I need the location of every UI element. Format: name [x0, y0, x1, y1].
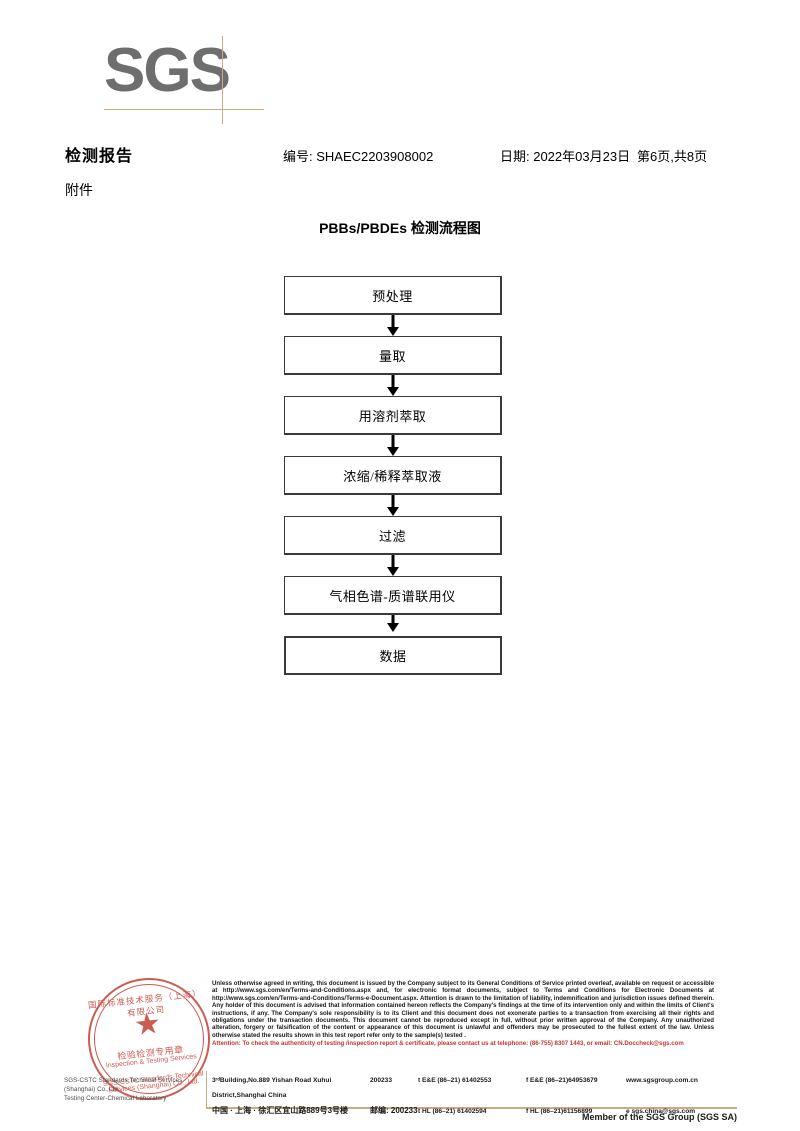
entity-line-2: Testing Center-Chemical Laboratory — [64, 1095, 167, 1102]
arrow-stem — [391, 555, 395, 569]
legal-body-text: Unless otherwise agreed in writing, this… — [212, 980, 714, 1039]
attachment-label: 附件 — [65, 182, 93, 198]
legal-entity-block: SGS-CSTC Standards Technical Services (S… — [64, 1076, 214, 1103]
flow-arrow-5 — [284, 555, 502, 576]
arrow-head-icon — [387, 447, 399, 456]
arrow-stem — [391, 315, 395, 329]
arrow-stem — [391, 495, 395, 509]
arrow-head-icon — [387, 327, 399, 336]
footer-horizontal-separator — [206, 1107, 737, 1109]
flow-arrow-6 — [284, 615, 502, 636]
arrow-head-icon — [387, 387, 399, 396]
arrow-stem — [391, 435, 395, 449]
flow-step-label: 数据 — [379, 649, 407, 664]
sgs-group-member-note: Member of the SGS Group (SGS SA) — [581, 1112, 737, 1122]
telephone-ee: t E&E (86–21) 61402553 — [418, 1077, 492, 1084]
flow-arrow-2 — [284, 375, 502, 396]
flow-step-label: 用溶剂萃取 — [358, 408, 427, 424]
flow-arrow-3 — [284, 435, 502, 456]
entity-line-1: SGS-CSTC Standards Technical Services (S… — [64, 1077, 183, 1093]
logo-vertical-rule — [222, 36, 223, 124]
address-street-en: 3ʳᵈBuilding,No.889 Yishan Road Xuhui Dis… — [212, 1077, 332, 1099]
address-zip-zh: 邮编: 200233 — [370, 1106, 418, 1115]
flow-step-5: 过滤 — [284, 516, 502, 555]
flow-step-4: 浓缩/稀释萃取液 — [284, 456, 502, 495]
page-title: 检测报告 — [65, 148, 134, 165]
sgs-logo-text: SGS — [104, 36, 231, 105]
address-zip-en: 200233 — [370, 1077, 393, 1084]
page-footer: 国际标准技术服务（上海）有限公司 ★ 检验检测专用章 Inspection & … — [0, 971, 800, 1131]
flow-arrow-1 — [284, 315, 502, 336]
flow-step-label: 过滤 — [378, 528, 406, 544]
sgs-logo: SGS — [104, 36, 264, 126]
footer-vertical-separator — [206, 1071, 207, 1107]
page-indicator: 第6页,共8页 — [637, 149, 708, 164]
arrow-head-icon — [387, 623, 399, 632]
flow-step-1: 预处理 — [284, 276, 502, 315]
email-link[interactable]: e sgs.china@sgs.com — [626, 1108, 696, 1115]
flow-step-7: 数据 — [284, 636, 502, 675]
fax-hl: f HL (86–21)61156899 — [526, 1108, 593, 1115]
telephone-hl: t HL (86–21) 61402594 — [418, 1108, 487, 1115]
address-block: 3ʳᵈBuilding,No.889 Yishan Road Xuhui Dis… — [212, 1073, 737, 1119]
fax-ee: f E&E (86–21)64953679 — [526, 1077, 598, 1084]
address-row-zh: 中国 · 上海 · 徐汇区宜山路889号3号楼 邮编: 200233 t HL … — [212, 1103, 737, 1119]
address-row-en: 3ʳᵈBuilding,No.889 Yishan Road Xuhui Dis… — [212, 1073, 737, 1103]
report-number: 编号: SHAEC2203908002 — [283, 149, 434, 164]
attention-notice: Attention: To check the authenticity of … — [212, 1040, 684, 1048]
flow-step-label: 量取 — [378, 348, 406, 364]
arrow-stem — [391, 615, 395, 624]
star-icon: ★ — [132, 1006, 163, 1043]
arrow-head-icon — [387, 507, 399, 516]
address-street-zh: 中国 · 上海 · 徐汇区宜山路889号3号楼 — [212, 1106, 349, 1115]
legal-disclaimer: Unless otherwise agreed in writing, this… — [212, 980, 714, 1048]
website-link[interactable]: www.sgsgroup.com.cn — [626, 1077, 698, 1084]
report-date: 日期: 2022年03月23日 — [500, 149, 631, 164]
flowchart-title: PBBs/PBDEs 检测流程图 — [319, 220, 481, 236]
flowchart: 预处理 量取 用溶剂萃取 浓缩/稀释萃取液 过滤 — [284, 276, 504, 675]
flow-step-label: 浓缩/稀释萃取液 — [343, 468, 442, 484]
flow-step-2: 量取 — [284, 336, 502, 375]
flow-step-label: 预处理 — [372, 288, 413, 304]
flow-step-label: 气相色谱-质谱联用仪 — [329, 588, 456, 604]
flow-step-3: 用溶剂萃取 — [284, 396, 502, 435]
arrow-head-icon — [387, 567, 399, 576]
logo-horizontal-rule — [104, 109, 264, 110]
flow-arrow-4 — [284, 495, 502, 516]
flow-step-6: 气相色谱-质谱联用仪 — [284, 576, 502, 615]
arrow-stem — [391, 375, 395, 389]
